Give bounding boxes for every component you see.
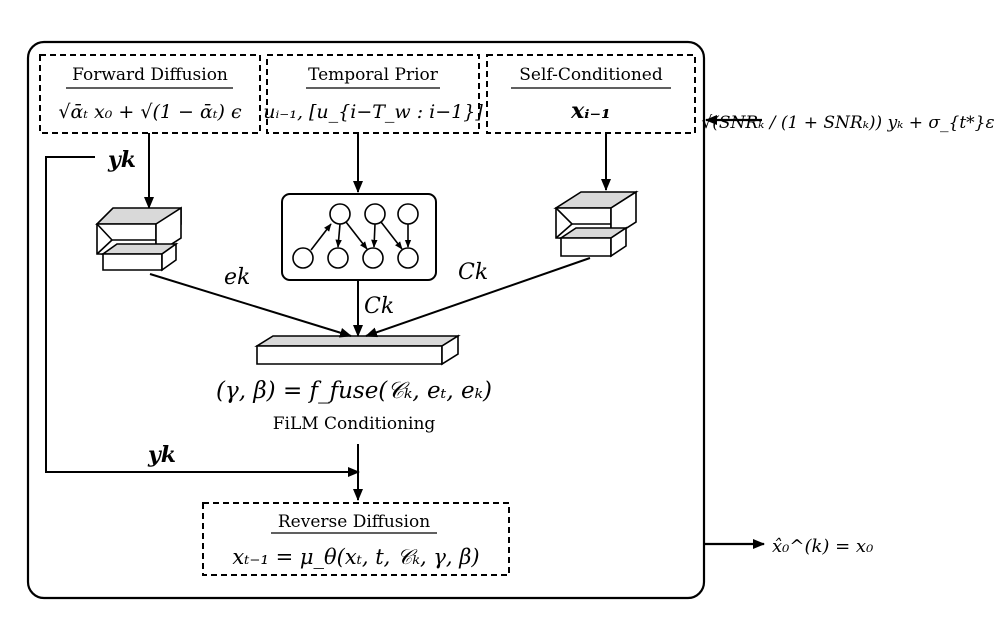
output-formula: x̂₀^(k) = x₀ bbox=[772, 536, 873, 557]
ck-right-label: Ck bbox=[458, 260, 488, 285]
reverse-formula: xₜ₋₁ = μ_θ(xₜ, t, 𝒞ₖ, γ, β) bbox=[232, 545, 479, 569]
fusion-block-icon bbox=[254, 334, 461, 366]
reverse-diffusion-box bbox=[202, 502, 510, 576]
yk-top-label: yk bbox=[107, 147, 136, 173]
fusion-formula: (γ, β) = f_fuse(𝒞ₖ, eₜ, eₖ) bbox=[216, 378, 492, 404]
self-conditioned-box bbox=[486, 54, 696, 134]
yk-bottom-label: yk bbox=[147, 442, 176, 468]
ek-arrow bbox=[149, 273, 352, 338]
network-graph-icon bbox=[292, 203, 419, 269]
film-caption: FiLM Conditioning bbox=[273, 414, 436, 434]
right-encoder-icon bbox=[553, 190, 639, 258]
left-encoder-icon bbox=[95, 206, 182, 272]
ek-label: ek bbox=[224, 265, 250, 290]
selfcond-formula: xᵢ₋₁ bbox=[570, 98, 611, 124]
skip-connection-line bbox=[45, 156, 358, 473]
input-formula: √(SNRₖ / (1 + SNRₖ)) yₖ + σ_{t*}ε bbox=[701, 113, 994, 133]
ck-mid-label: Ck bbox=[364, 294, 394, 319]
reverse-title: Reverse Diffusion bbox=[278, 512, 430, 532]
temporal-formula: uᵢ₋₁, [u_{i−T_w : i−1}] bbox=[263, 101, 483, 123]
temporal-title: Temporal Prior bbox=[308, 65, 439, 85]
forward-diffusion-box bbox=[39, 54, 261, 134]
forward-title: Forward Diffusion bbox=[72, 65, 228, 85]
selfcond-title: Self-Conditioned bbox=[519, 65, 663, 85]
forward-formula: √ᾱₜ x₀ + √(1 − ᾱₜ) ϵ bbox=[58, 101, 242, 123]
ck-right-arrow bbox=[365, 257, 591, 338]
main-frame bbox=[26, 40, 706, 600]
temporal-prior-box bbox=[266, 54, 480, 134]
